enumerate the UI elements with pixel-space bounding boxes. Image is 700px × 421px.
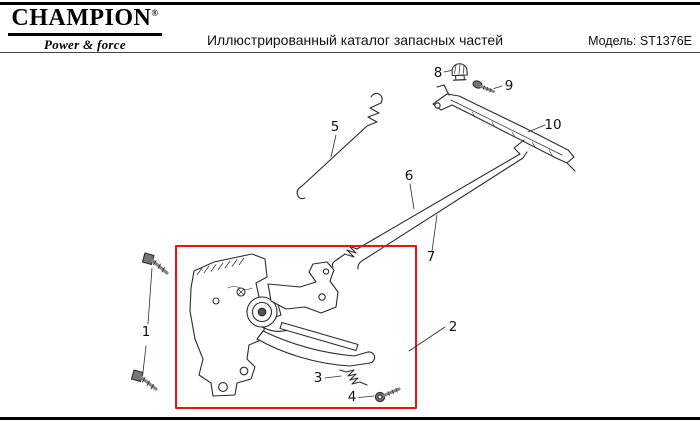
lever-arm: [256, 330, 376, 367]
callout-8: 8: [434, 65, 443, 81]
bottom-border: [0, 417, 700, 420]
leader-8: [443, 70, 452, 73]
part-6-rod: [331, 139, 525, 268]
part-8-cap: [451, 63, 468, 81]
top-border: [0, 2, 700, 5]
bracket-plate: [189, 253, 282, 397]
part-4-bolt: [374, 387, 401, 403]
header-divider: [0, 52, 700, 53]
callout-10: 10: [544, 117, 561, 133]
leader-1: [142, 267, 153, 373]
part-2-bracket-assembly: [189, 253, 376, 397]
brand-tagline: Power & force: [44, 37, 126, 52]
part-10-lever: [432, 84, 576, 172]
callout-9: 9: [505, 78, 514, 94]
part-5-spring: [296, 92, 383, 200]
bolt-shank: [151, 259, 169, 275]
callout-7: 7: [427, 249, 436, 265]
part-9-screw: [472, 80, 495, 93]
leader-4: [358, 395, 375, 398]
callout-6: 6: [405, 168, 414, 184]
page-title: Иллюстрированный каталог запасных частей: [206, 32, 504, 48]
highlight-box: [175, 245, 417, 409]
callout-numbers: 1 2 3 4 5 6 7 8 9 10: [142, 65, 562, 405]
bolt-head: [141, 252, 155, 266]
part-3-spring: [339, 369, 368, 386]
callout-2: 2: [449, 319, 458, 335]
callout-4: 4: [348, 389, 357, 405]
leader-7: [431, 214, 438, 252]
callout-5: 5: [331, 119, 340, 135]
leader-6: [409, 183, 415, 210]
leader-2: [408, 326, 446, 352]
bolt-head: [130, 369, 144, 383]
callout-1: 1: [142, 324, 151, 340]
brand-text: CHAMPION: [11, 5, 152, 31]
callout-leaders: [324, 70, 546, 398]
bolt-shank: [140, 376, 158, 391]
leader-9: [493, 85, 503, 89]
brand-name: CHAMPION®: [8, 6, 162, 36]
leader-3: [324, 375, 342, 379]
leader-10: [527, 124, 546, 133]
callout-3: 3: [314, 370, 323, 386]
leader-5: [330, 134, 337, 158]
part-1-bolts: [130, 252, 169, 391]
model-label: Модель: ST1376E: [588, 34, 692, 48]
brand-logo: CHAMPION® Power & force: [8, 6, 162, 53]
registered-mark: ®: [151, 8, 159, 18]
part-7-rod: [357, 151, 528, 270]
